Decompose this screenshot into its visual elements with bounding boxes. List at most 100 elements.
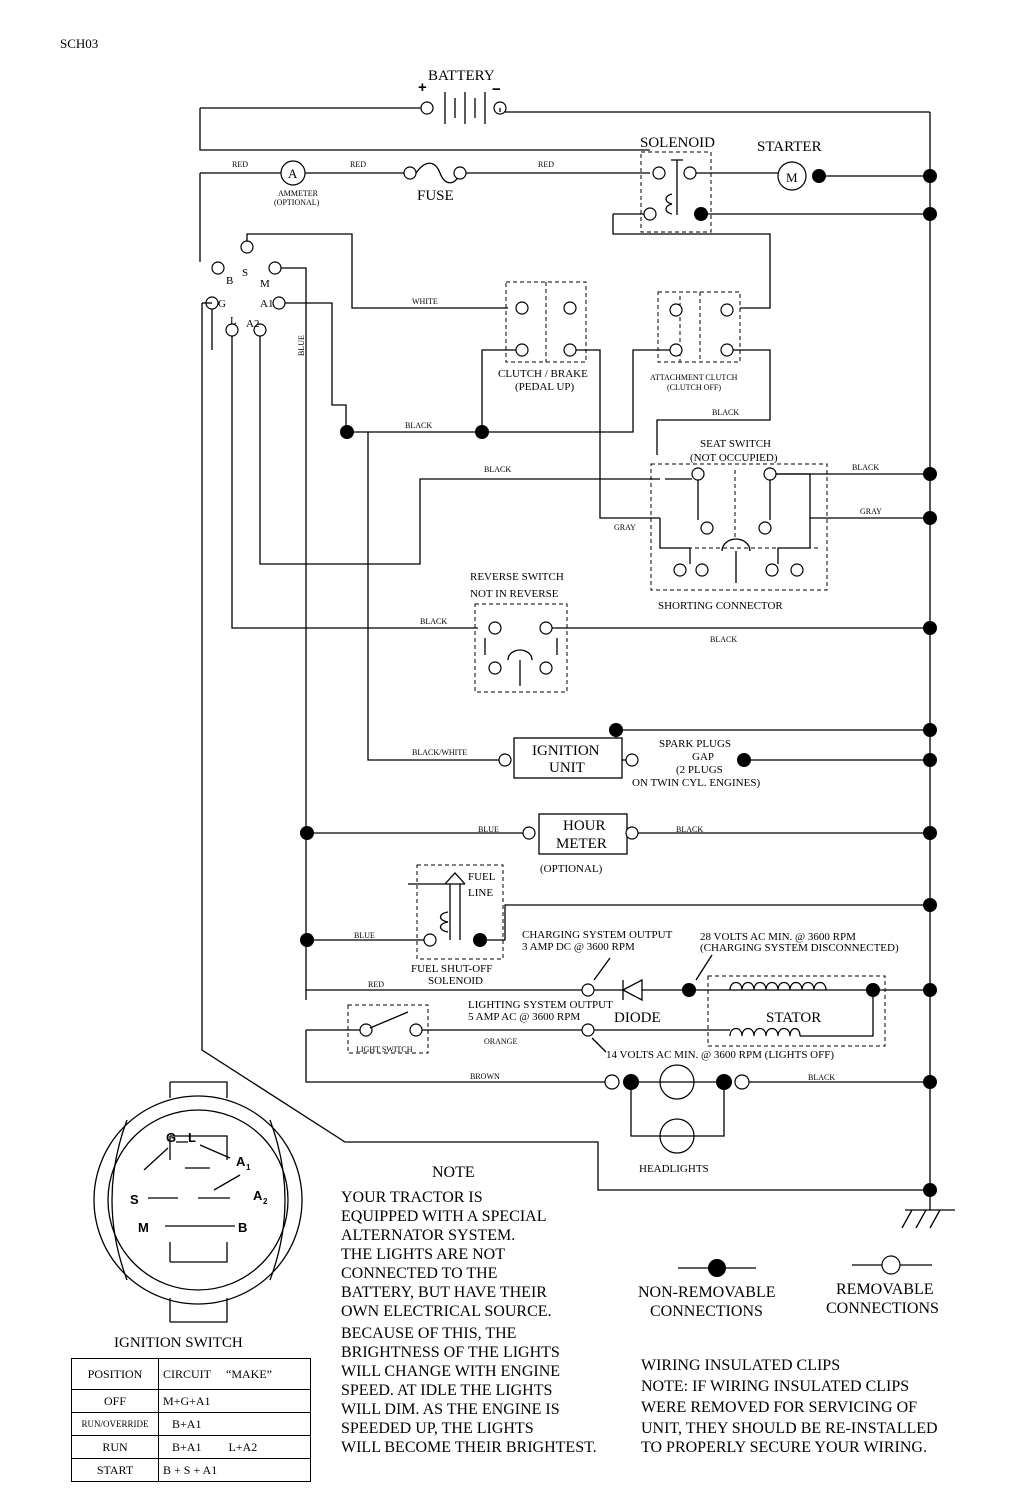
- starter-symbol: M: [786, 170, 798, 185]
- table-cell-circuit: B+A1 L+A2: [158, 1435, 311, 1459]
- ignition-switch-terminals: B S M G A1 L A2 BLUE: [201, 233, 930, 1191]
- clips-line: NOTE: IF WIRING INSULATED CLIPS: [641, 1378, 909, 1395]
- ignition-unit-line1: IGNITION: [532, 743, 600, 759]
- lighting-output-2: 5 AMP AC @ 3600 RPM: [468, 1011, 580, 1023]
- hour-meter-line1: HOUR: [563, 818, 606, 834]
- note-line: CONNECTED TO THE: [341, 1265, 497, 1282]
- table-cell-circuit: B+A1: [158, 1412, 311, 1436]
- wire-black-1: BLACK: [712, 408, 739, 417]
- spark-plugs-3: (2 PLUGS: [676, 764, 723, 776]
- solenoid-label: SOLENOID: [640, 135, 715, 151]
- table-cell-circuit: B + S + A1: [158, 1458, 311, 1482]
- note-line: WILL DIM. AS THE ENGINE IS: [341, 1401, 560, 1418]
- power-feed: A AMMETER (OPTIONAL) RED RED RED FUSE: [199, 160, 650, 262]
- switch-label-a2: A: [253, 1188, 263, 1203]
- starter-label: STARTER: [757, 139, 822, 155]
- ignition-switch-title: IGNITION SWITCH: [114, 1335, 243, 1351]
- table-row: START B + S + A1: [71, 1458, 311, 1482]
- wire-gray-right: GRAY: [860, 507, 882, 516]
- wire-black-rev-left: BLACK: [420, 617, 447, 626]
- table-row: RUN B+A1 L+A2: [71, 1435, 311, 1459]
- reverse-switch: REVERSE SWITCH NOT IN REVERSE BLACK BLAC…: [420, 571, 930, 693]
- note-line: BRIGHTNESS OF THE LIGHTS: [341, 1344, 560, 1361]
- ground-bus: [500, 111, 955, 1229]
- fuel-solenoid-1: FUEL SHUT-OFF: [411, 963, 492, 975]
- fuel-line-1: FUEL: [468, 871, 496, 883]
- volts28-2: (CHARGING SYSTEM DISCONNECTED): [700, 942, 899, 954]
- clips-line: WIRING INSULATED CLIPS: [641, 1357, 840, 1374]
- note-line: WILL CHANGE WITH ENGINE: [341, 1363, 560, 1380]
- ignition-switch-table: POSITION CIRCUIT “MAKE” OFF M+G+A1 RUN/O…: [71, 1358, 311, 1482]
- fuel-line-2: LINE: [468, 887, 493, 899]
- table-cell-position: START: [71, 1458, 159, 1482]
- wire-black-white: BLACK/WHITE: [412, 748, 467, 757]
- wire-gray-left: GRAY: [614, 523, 636, 532]
- terminal-g: G: [218, 298, 226, 310]
- wire-orange: ORANGE: [484, 1037, 517, 1046]
- spark-plugs-1: SPARK PLUGS: [659, 738, 731, 750]
- lighting-output-1: LIGHTING SYSTEM OUTPUT: [468, 999, 613, 1011]
- table-cell-position: RUN: [71, 1435, 159, 1459]
- charging-output-1: CHARGING SYSTEM OUTPUT: [522, 929, 673, 941]
- circuit-value: M+G+A1: [163, 1393, 211, 1408]
- ground-connections: [923, 169, 937, 1197]
- seat-switch-state: (NOT OCCUPIED): [690, 452, 778, 464]
- table-cell-circuit: M+G+A1: [158, 1389, 311, 1413]
- note-line: SPEEDED UP, THE LIGHTS: [341, 1420, 534, 1437]
- terminal-l: L: [230, 315, 237, 327]
- attachment-clutch-state: (CLUTCH OFF): [667, 383, 721, 392]
- wire-red-2: RED: [350, 160, 366, 169]
- wire-red-1: RED: [232, 160, 248, 169]
- shorting-connector-label: SHORTING CONNECTOR: [658, 600, 783, 612]
- clips-line: WERE REMOVED FOR SERVICING OF: [641, 1399, 917, 1416]
- switch-label-g: G: [166, 1130, 176, 1145]
- table-header-make: “MAKE”: [226, 1366, 272, 1381]
- table-header: POSITION: [71, 1358, 159, 1390]
- solenoid: SOLENOID: [612, 135, 930, 309]
- hour-meter-optional: (OPTIONAL): [540, 863, 603, 875]
- note-line: ALTERNATOR SYSTEM.: [341, 1227, 515, 1244]
- wire-black-2: BLACK: [405, 421, 432, 430]
- switch-label-m: M: [138, 1220, 149, 1235]
- wire-blue-vertical: BLUE: [297, 335, 306, 356]
- table-row: OFF M+G+A1: [71, 1389, 311, 1413]
- ammeter-optional: (OPTIONAL): [274, 198, 320, 207]
- note-line: EQUIPPED WITH A SPECIAL: [341, 1208, 547, 1225]
- wire-blue-hour: BLUE: [478, 825, 499, 834]
- stator-label: STATOR: [766, 1010, 821, 1026]
- charging-system: RED DIODE CHARGING SYSTEM OUTPUT 3 AMP D…: [306, 929, 930, 1061]
- legend-non-removable-2: CONNECTIONS: [650, 1303, 763, 1320]
- terminal-a1: A1: [260, 298, 273, 310]
- clips-note: WIRING INSULATED CLIPS NOTE: IF WIRING I…: [641, 1357, 938, 1456]
- minus-sign: −: [492, 81, 501, 98]
- battery-label: BATTERY: [428, 68, 495, 84]
- wire-black-hour: BLACK: [676, 825, 703, 834]
- clips-line: UNIT, THEY SHOULD BE RE-INSTALLED: [641, 1420, 938, 1437]
- clutch-brake-label: CLUTCH / BRAKE: [498, 368, 588, 380]
- circuit-value: B+A1: [172, 1439, 202, 1454]
- ammeter-symbol: A: [288, 166, 298, 181]
- fuel-solenoid: FUEL LINE BLUE FUEL SHUT-OFF SOLENOID: [300, 864, 930, 987]
- volts28-1: 28 VOLTS AC MIN. @ 3600 RPM: [700, 931, 856, 943]
- ignition-unit: BLACK/WHITE IGNITION UNIT SPARK PLUGS GA…: [367, 432, 930, 789]
- clips-line: TO PROPERLY SECURE YOUR WIRING.: [641, 1439, 927, 1456]
- note-line: YOUR TRACTOR IS: [341, 1189, 483, 1206]
- starter: STARTER M: [757, 139, 930, 191]
- ignition-switch-face: G L A 1 S A 2 M B: [93, 1081, 303, 1323]
- circuit-value: B+A1: [172, 1416, 202, 1431]
- clutch-brake-state: (PEDAL UP): [515, 381, 575, 393]
- wire-black-rev-right: BLACK: [710, 635, 737, 644]
- table-header-circuit: CIRCUIT: [163, 1366, 211, 1381]
- fuel-solenoid-2: SOLENOID: [428, 975, 483, 987]
- wire-red-charging: RED: [368, 980, 384, 989]
- note-line: BECAUSE OF THIS, THE: [341, 1325, 516, 1342]
- fuse-label: FUSE: [417, 188, 454, 204]
- clutch-brake-switch: WHITE CLUTCH / BRAKE (PEDAL UP): [412, 281, 660, 519]
- terminal-s: S: [242, 267, 248, 279]
- hour-meter: BLUE HOUR METER (OPTIONAL) BLACK: [300, 813, 930, 875]
- terminal-m: M: [260, 278, 270, 290]
- legend-removable-2: CONNECTIONS: [826, 1300, 939, 1317]
- note-line: WILL BECOME THEIR BRIGHTEST.: [341, 1439, 597, 1456]
- note-title: NOTE: [432, 1164, 475, 1181]
